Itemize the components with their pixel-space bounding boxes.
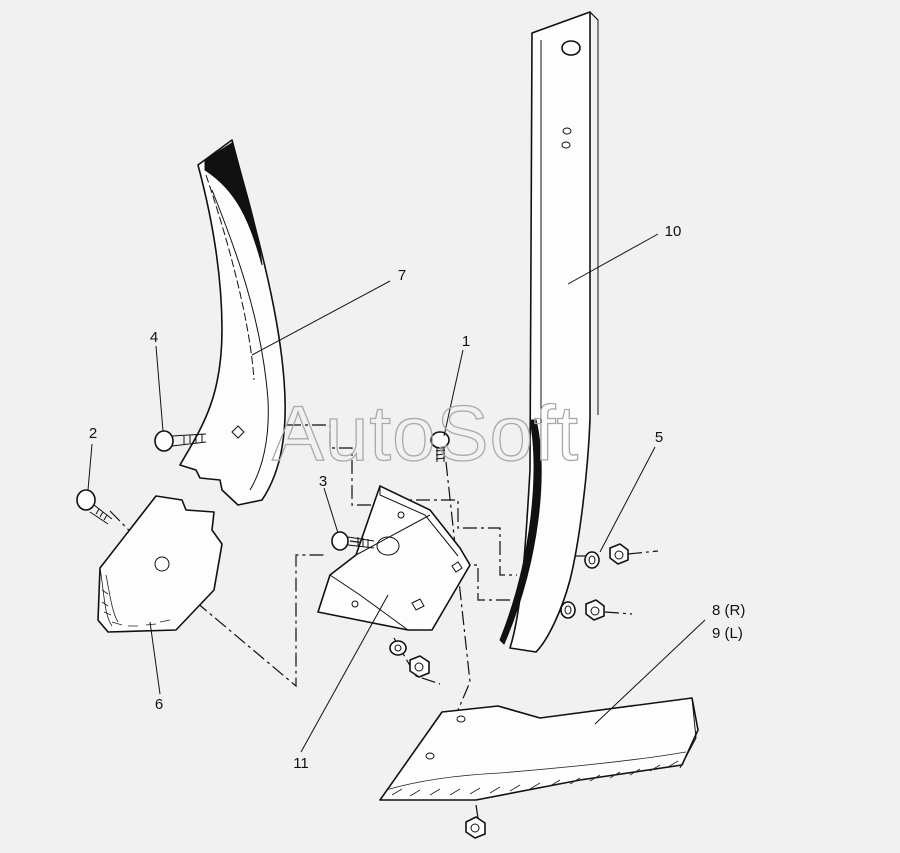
callout-2: 2 (89, 425, 97, 442)
bolt-part-4 (154, 430, 207, 452)
callout-3: 3 (319, 473, 327, 490)
upper-wing-part-7 (179, 139, 286, 506)
callout-4: 4 (150, 329, 158, 346)
callout-9: 9 (L) (712, 625, 743, 642)
callout-8: 8 (R) (712, 602, 745, 619)
callout-labels: 1 2 3 4 5 6 7 8 (R) 9 (L) 10 11 (89, 223, 746, 772)
callout-5: 5 (655, 429, 663, 446)
callout-7: 7 (398, 267, 406, 284)
nut-share (465, 816, 486, 839)
bolt-part-2 (76, 489, 113, 525)
mount-hole (561, 40, 581, 56)
washer-nut-clamp (389, 640, 430, 678)
clamp-plate-part-11 (317, 485, 471, 631)
callout-10: 10 (665, 223, 682, 240)
point-part-6 (97, 495, 223, 633)
callout-11: 11 (293, 755, 309, 772)
shank-part-10 (499, 11, 599, 653)
leader-lines (87, 233, 706, 753)
watermark-text: AutoSoft (272, 389, 579, 477)
callout-1: 1 (462, 333, 470, 350)
washers-nuts-part-5 (560, 543, 629, 621)
share-part-8-9 (379, 697, 699, 801)
bolt-part-3 (331, 531, 375, 551)
callout-6: 6 (155, 696, 163, 713)
